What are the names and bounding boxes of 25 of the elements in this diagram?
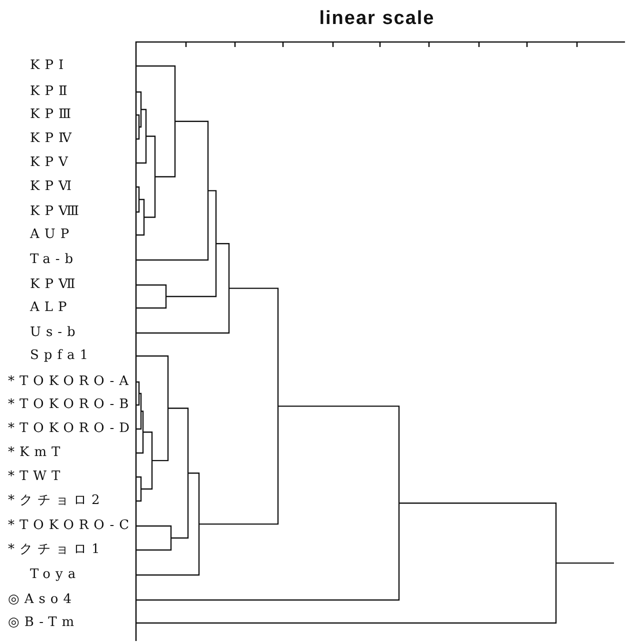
sample-label: *TOKORO-A xyxy=(8,374,134,390)
sample-label: ◎B-Tm xyxy=(8,615,80,631)
sample-label: *TOKORO-D xyxy=(8,421,135,437)
sample-label: KPⅦ xyxy=(30,277,80,293)
chart-title: linear scale xyxy=(318,8,436,30)
sample-label: ALP xyxy=(30,300,72,316)
sample-label: KPⅣ xyxy=(30,131,76,147)
sample-label: KPⅢ xyxy=(30,107,76,123)
sample-label: Ta-b xyxy=(30,252,78,268)
sample-label: Us-b xyxy=(30,325,80,341)
sample-label: KPⅡ xyxy=(30,84,72,100)
sample-label: Toya xyxy=(30,567,81,583)
sample-label: Spfa1 xyxy=(30,348,94,364)
sample-label: KPⅧ xyxy=(30,204,84,220)
sample-label: *TOKORO-C xyxy=(8,518,134,534)
sample-label: KPⅤ xyxy=(30,155,73,171)
sample-label: KPⅥ xyxy=(30,179,77,195)
sample-label: ◎Aso4 xyxy=(8,592,77,608)
sample-label: *クチョロ1 xyxy=(8,542,105,558)
sample-label: *TWT xyxy=(8,469,66,485)
sample-label: *KmT xyxy=(8,445,66,461)
sample-label: AUP xyxy=(30,227,74,243)
sample-label: KPⅠ xyxy=(30,58,69,74)
sample-label: *TOKORO-B xyxy=(8,397,134,413)
sample-label: *クチョロ2 xyxy=(8,493,105,509)
